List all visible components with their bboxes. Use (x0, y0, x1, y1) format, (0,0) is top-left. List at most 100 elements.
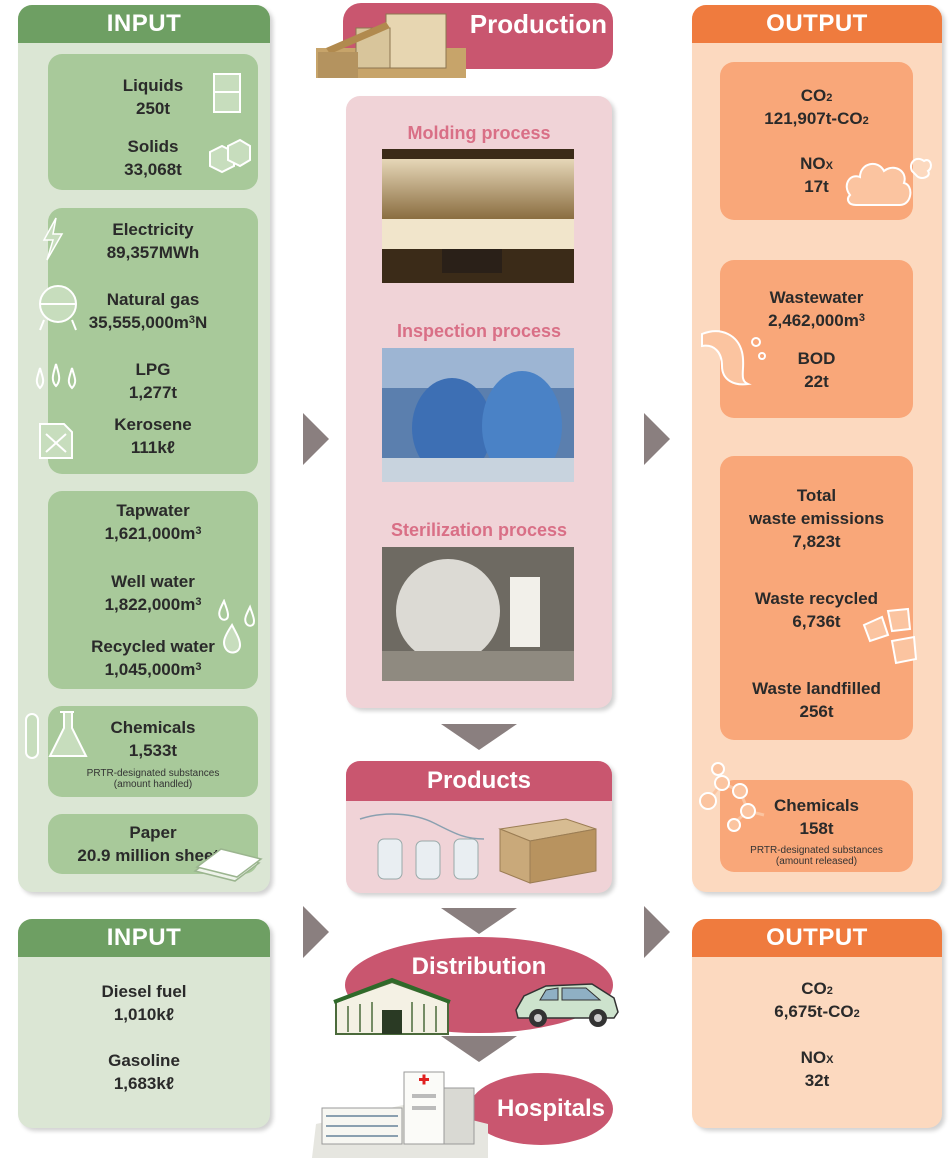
car-icon (515, 983, 619, 1027)
recycled-water-label: Recycled water (91, 637, 215, 656)
products-box: Products (346, 761, 612, 893)
gasoline-value: 1,683kℓ (113, 1074, 175, 1093)
waste-landfilled-value: 256t (799, 702, 834, 721)
arrow-process-to-products (441, 724, 517, 750)
dist-co2-value: 6,675t-CO2 (774, 1002, 860, 1021)
box-image (498, 818, 597, 884)
chemicals-output-note-2: (amount released) (775, 856, 858, 867)
waste-landfilled-label: Waste landfilled (752, 679, 881, 698)
water-splash-icon (701, 330, 766, 386)
water-box: Tapwater 1,621,000m3 Well water 1,822,00… (48, 491, 258, 689)
gasoline-label: Gasoline (108, 1051, 180, 1070)
dist-nox-value: 32t (804, 1071, 830, 1090)
input-header: INPUT (18, 5, 270, 43)
arrow-distribution-to-hospitals (441, 1036, 517, 1062)
warehouse-icon (333, 977, 451, 1035)
lpg-label: LPG (135, 360, 171, 379)
distribution-output-header: OUTPUT (692, 919, 942, 957)
bod-value: 22t (804, 372, 829, 391)
energy-box: Electricity 89,357MWh Natural gas 35,555… (35, 208, 258, 474)
molding-photo (382, 149, 574, 283)
blood-bags-image (359, 813, 485, 880)
arrow-distribution-to-output (644, 906, 670, 958)
chemicals-input-label: Chemicals (110, 718, 196, 737)
well-water-value: 1,822,000m3 (104, 595, 202, 614)
inspection-process-label: Inspection process (396, 321, 562, 341)
paper-label: Paper (129, 823, 177, 842)
nox-value: 17t (804, 177, 829, 196)
lightning-icon (42, 217, 64, 261)
waste-pieces-icon (862, 607, 918, 665)
arrow-input-to-production (303, 413, 329, 465)
production-title-text: Production (469, 9, 607, 39)
molding-process-label: Molding process (407, 123, 551, 143)
beaker-icon (213, 73, 241, 113)
co2-value: 121,907t-CO2 (764, 109, 869, 128)
tapwater-label: Tapwater (116, 501, 190, 520)
paper-value: 20.9 million sheets (77, 846, 229, 865)
products-title: Products (346, 761, 612, 801)
cubes-icon (209, 138, 251, 174)
tapwater-value: 1,621,000m3 (104, 524, 202, 543)
chemicals-input-box: Chemicals 1,533t PRTR-designated substan… (25, 706, 258, 797)
hospitals-ellipse: Hospitals (469, 1073, 613, 1145)
distribution-title: Distribution (411, 953, 547, 980)
liquids-value: 250t (135, 99, 171, 118)
output-panel: OUTPUT CO2 121,907t-CO2 NOX 17t Wastewat… (692, 5, 942, 892)
waste-recycled-value: 6,736t (792, 612, 841, 631)
solids-value: 33,068t (124, 160, 182, 179)
dist-co2-label: CO2 (801, 979, 833, 998)
sterilization-process-label: Sterilization process (390, 520, 568, 540)
input-panel: INPUT Liquids 250t Solids 33,068t Electr… (18, 5, 270, 892)
solids-label: Solids (127, 137, 179, 156)
materials-box: Liquids 250t Solids 33,068t (48, 54, 258, 190)
natural-gas-label: Natural gas (106, 290, 200, 309)
factory-icon (316, 13, 466, 78)
paper-stack-icon (193, 848, 263, 882)
distribution-input-header: INPUT (18, 919, 270, 957)
output-header: OUTPUT (692, 5, 942, 43)
liquids-label: Liquids (122, 76, 184, 95)
electricity-value: 89,357MWh (106, 243, 200, 262)
well-water-label: Well water (111, 572, 195, 591)
gas-tank-icon (39, 285, 77, 331)
chemicals-input-note-2: (amount handled) (113, 779, 193, 790)
dist-nox-label: NOX (800, 1048, 834, 1067)
process-box: Molding process Inspection process Steri… (346, 96, 612, 708)
sterilization-photo (382, 547, 574, 681)
waste-total-label-2: waste emissions (748, 509, 885, 528)
electricity-label: Electricity (112, 220, 194, 239)
bod-label: BOD (797, 349, 836, 368)
molecule-icon (699, 762, 765, 832)
waste-total-value: 7,823t (792, 532, 841, 551)
co2-label: CO2 (800, 86, 833, 105)
waste-box: Total waste emissions 7,823t Waste recyc… (720, 456, 913, 740)
distribution-output-panel: OUTPUT CO2 6,675t-CO2 NOX 32t (692, 919, 942, 1128)
chemicals-output-box: Chemicals 158t PRTR-designated substance… (720, 780, 913, 872)
chemicals-output-label: Chemicals (773, 796, 860, 815)
chemicals-output-note-1: PRTR-designated substances (750, 845, 883, 856)
flame-icon (35, 363, 77, 390)
fuel-can-icon (39, 423, 73, 459)
nox-label: NOX (800, 154, 833, 173)
distribution-input-panel: INPUT Diesel fuel 1,010kℓ Gasoline 1,683… (18, 919, 270, 1128)
arrow-products-to-distribution (441, 908, 517, 934)
kerosene-label: Kerosene (114, 415, 192, 434)
smoke-cloud-icon (845, 157, 932, 206)
chemicals-input-note-1: PRTR-designated substances (86, 768, 220, 779)
water-drops-icon (218, 599, 256, 654)
wastewater-value: 2,462,000m3 (768, 311, 865, 330)
diesel-label: Diesel fuel (101, 982, 187, 1001)
hospital-icon (312, 1071, 488, 1158)
diesel-value: 1,010kℓ (113, 1005, 175, 1024)
chemicals-input-value: 1,533t (128, 741, 178, 760)
arrow-production-to-output (644, 413, 670, 465)
recycled-water-value: 1,045,000m3 (104, 660, 202, 679)
inspection-photo (382, 348, 574, 482)
arrow-input-to-distribution (303, 906, 329, 958)
wastewater-label: Wastewater (769, 288, 864, 307)
flask-icon (25, 711, 88, 759)
chemicals-output-value: 158t (799, 819, 834, 838)
natural-gas-value: 35,555,000m3N (88, 313, 208, 332)
hospitals-title: Hospitals (496, 1095, 606, 1122)
